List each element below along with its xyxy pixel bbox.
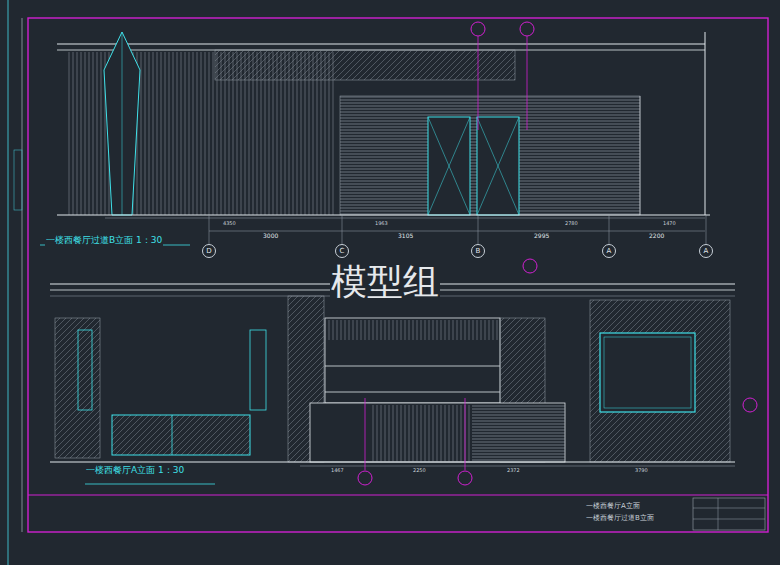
dimension-text: 1467 — [330, 468, 345, 474]
title-block-text: 一楼西餐厅A立面 — [585, 503, 641, 511]
dimension-text: 2250 — [412, 468, 427, 474]
dimension-text: 2200 — [648, 233, 665, 240]
axis-bubble: C — [335, 244, 349, 258]
dimension-text: 1963 — [374, 221, 389, 227]
axis-letter: D — [206, 248, 211, 255]
dimension-text: 3105 — [397, 233, 414, 240]
axis-bubble: A — [699, 244, 713, 258]
dimension-text: 2995 — [533, 233, 550, 240]
dimension-text: 3000 — [262, 233, 279, 240]
dimension-text: 1470 — [662, 221, 677, 227]
dimension-text: 3790 — [634, 468, 649, 474]
axis-letter: B — [476, 248, 481, 255]
axis-letter: A — [704, 248, 709, 255]
view-title: 一楼西餐厅过道B立面 1：30 — [45, 236, 163, 246]
axis-letter: C — [340, 248, 345, 255]
axis-letter: A — [607, 248, 612, 255]
axis-bubble: D — [202, 244, 216, 258]
dimension-text: 2780 — [564, 221, 579, 227]
title-block-text: 一楼西餐厅过道B立面 — [585, 515, 655, 523]
axis-bubble: B — [471, 244, 485, 258]
dimension-text: 4350 — [222, 221, 237, 227]
axis-bubble: A — [602, 244, 616, 258]
watermark: 模型组 — [330, 262, 440, 302]
dimension-text: 2372 — [506, 468, 521, 474]
view-title: 一楼西餐厅A立面 1：30 — [85, 466, 185, 476]
